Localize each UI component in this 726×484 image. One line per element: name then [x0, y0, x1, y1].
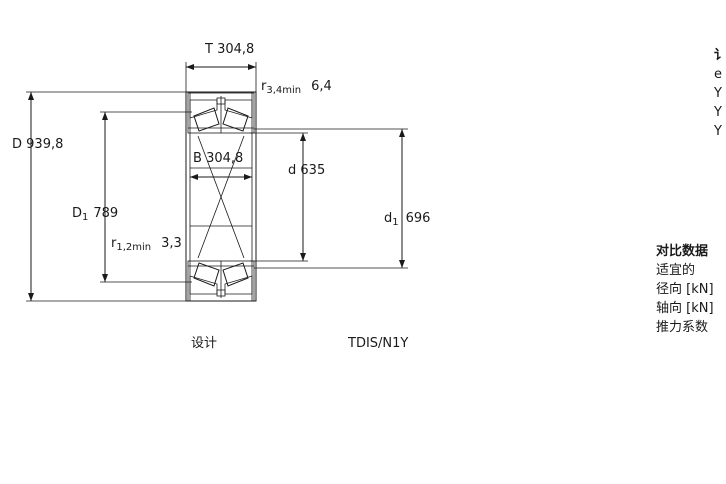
dim-b-label: B 304,8: [193, 151, 243, 166]
extension-lines: [26, 62, 408, 302]
compare-row-suitable: 适宜的: [656, 263, 696, 278]
dim-d-outer-label: D 939,8: [12, 137, 63, 152]
designation-caption: TDIS/N1Y: [347, 336, 408, 351]
bearing-section: [185, 91, 257, 302]
top-roller-assembly: [187, 92, 255, 134]
dim-t-label: T 304,8: [204, 42, 254, 57]
compare-row-axial: 轴向 [kN]: [656, 301, 714, 316]
compare-row-thrust: 推力系数: [656, 320, 709, 335]
side-panel: 讠 e Y Y Y: [714, 46, 726, 141]
side-panel-heading: 讠: [714, 48, 726, 63]
dim-d-bore-label: d 635: [288, 163, 325, 178]
side-panel-row: e: [714, 67, 722, 82]
design-caption: 设计: [191, 336, 217, 351]
compare-row-radial: 径向 [kN]: [656, 282, 714, 297]
bottom-roller-assembly: [187, 260, 255, 302]
side-panel-row: Y: [714, 86, 722, 101]
side-panel-row: Y: [714, 124, 722, 139]
compare-panel: 对比数据 适宜的 径向 [kN] 轴向 [kN] 推力系数: [656, 242, 714, 337]
side-panel-row: Y: [714, 105, 722, 120]
dimension-lines: [28, 64, 405, 301]
compare-panel-heading: 对比数据: [656, 244, 709, 259]
